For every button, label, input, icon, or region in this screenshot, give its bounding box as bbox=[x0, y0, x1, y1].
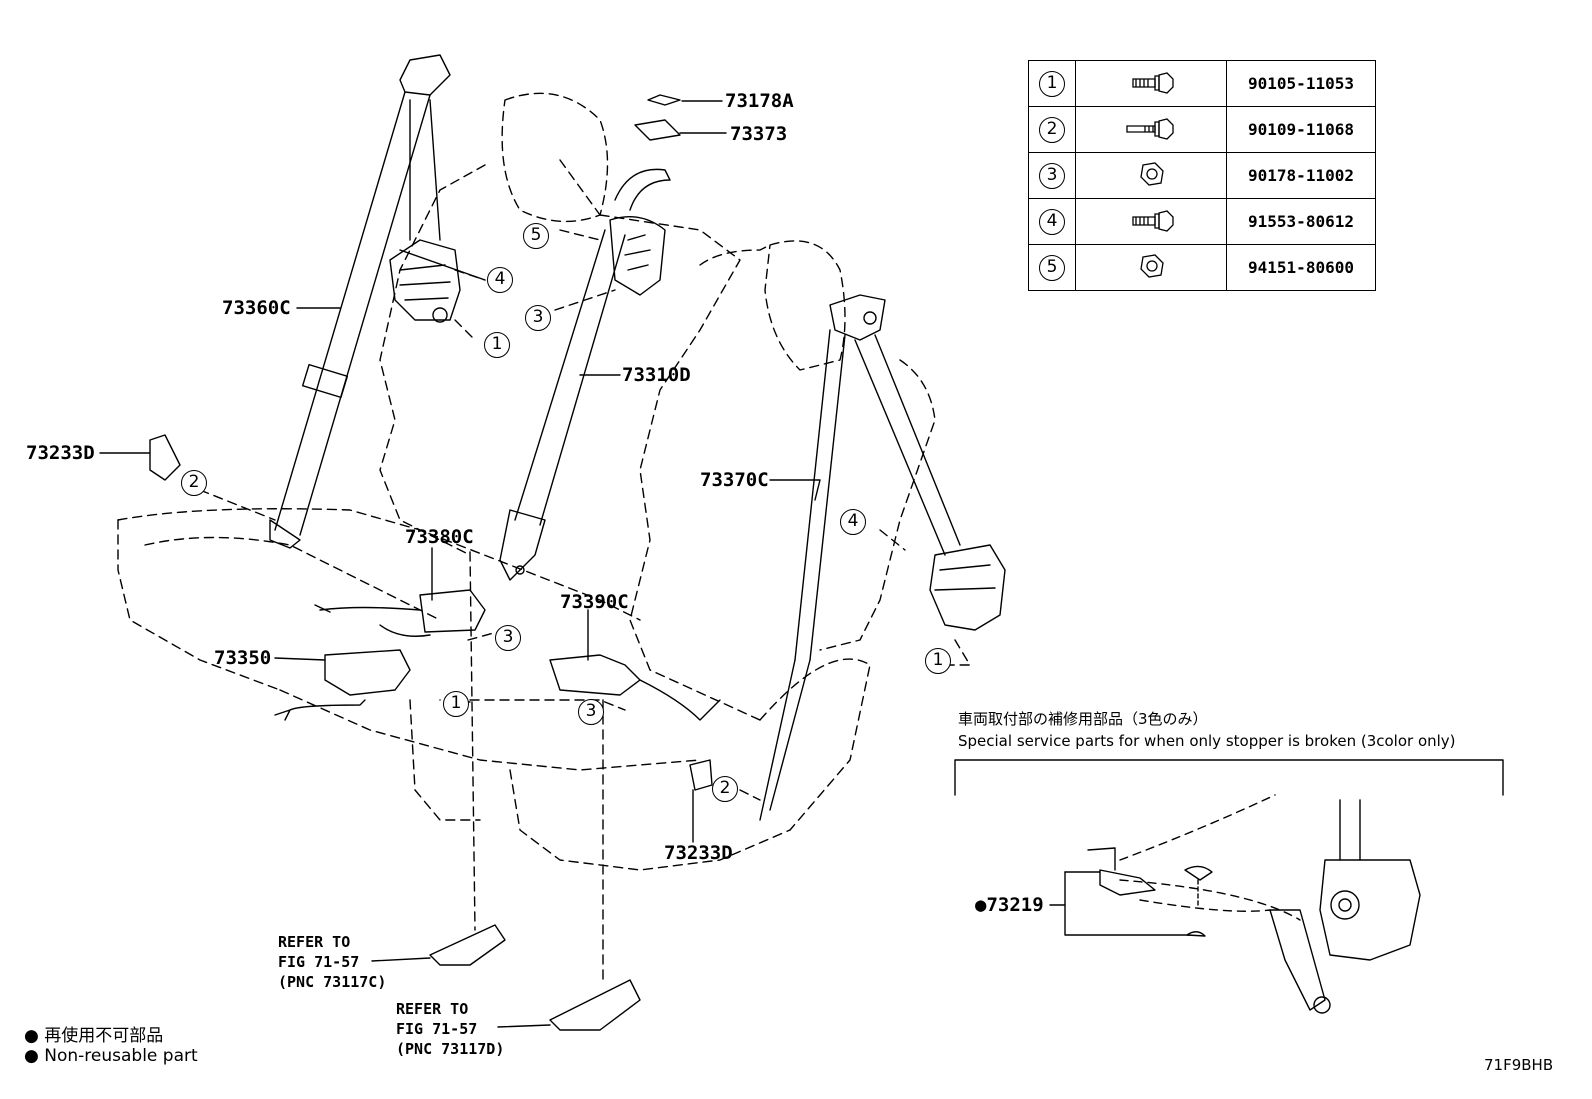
label-73390C: 73390C bbox=[560, 591, 629, 613]
nut-icon bbox=[1140, 161, 1164, 186]
fastener-icon-cell bbox=[1075, 106, 1227, 153]
callout-1: 1 bbox=[925, 648, 951, 674]
fastener-num: 4 bbox=[1039, 208, 1065, 235]
fastener-part-number: 90109-11068 bbox=[1226, 106, 1376, 153]
label-73370C: 73370C bbox=[700, 469, 769, 491]
belt-73370C bbox=[759, 294, 1006, 821]
fastener-row: 4 91553-80612 bbox=[1028, 198, 1376, 245]
fastener-table: 1 90105-11053 2 90109-11068 3 90178-1100… bbox=[1028, 60, 1376, 291]
figure-code: 71F9BHB bbox=[1484, 1056, 1554, 1074]
bolt-icon bbox=[1132, 209, 1174, 232]
fastener-num-cell: 4 bbox=[1028, 198, 1076, 245]
label-73233D-bottom: 73233D bbox=[664, 842, 733, 864]
reference-line: REFER TO bbox=[278, 933, 351, 951]
callout-5: 5 bbox=[523, 223, 549, 249]
belt-73360C bbox=[269, 54, 461, 549]
reference-line: REFER TO bbox=[396, 1000, 469, 1018]
fastener-icon-cell bbox=[1075, 244, 1227, 291]
callout-2: 2 bbox=[712, 776, 738, 802]
label-73380C: 73380C bbox=[405, 526, 474, 548]
callout-4: 4 bbox=[840, 509, 866, 535]
fastener-part-number: 91553-80612 bbox=[1226, 198, 1376, 245]
fastener-num: 1 bbox=[1039, 70, 1065, 97]
reference-line: FIG 71-57 bbox=[278, 953, 360, 971]
label-73350: 73350 bbox=[214, 647, 272, 669]
fastener-num: 3 bbox=[1039, 162, 1065, 189]
callout-3: 3 bbox=[578, 699, 604, 725]
reference-73117C: REFER TO FIG 71-57 (PNC 73117C) bbox=[278, 932, 386, 992]
legend-jp: ● 再使用不可部品 bbox=[24, 1021, 163, 1046]
legend-en-text: Non-reusable part bbox=[44, 1046, 198, 1066]
special-title-en: Special service parts for when only stop… bbox=[958, 732, 1456, 750]
fastener-part-number: 90178-11002 bbox=[1226, 152, 1376, 199]
seat-outline bbox=[117, 92, 971, 981]
fastener-part-number: 94151-80600 bbox=[1226, 244, 1376, 291]
legend-en: ● Non-reusable part bbox=[24, 1046, 198, 1066]
fastener-icon-cell bbox=[1075, 198, 1227, 245]
label-73233D-left: 73233D bbox=[26, 442, 95, 464]
nut-icon bbox=[1140, 253, 1164, 278]
callout-2: 2 bbox=[181, 470, 207, 496]
long-bolt-icon bbox=[1126, 117, 1174, 140]
fastener-row: 1 90105-11053 bbox=[1028, 60, 1376, 107]
special-title-jp: 車両取付部の補修用部品（3色のみ） bbox=[958, 710, 1208, 728]
callout-1: 1 bbox=[484, 332, 510, 358]
fastener-row: 5 94151-80600 bbox=[1028, 244, 1376, 291]
fastener-row: 2 90109-11068 bbox=[1028, 106, 1376, 153]
label-73373: 73373 bbox=[730, 123, 788, 145]
fastener-icon-cell bbox=[1075, 60, 1227, 107]
fastener-num-cell: 5 bbox=[1028, 244, 1076, 291]
small-parts bbox=[149, 94, 721, 1031]
reference-line: FIG 71-57 bbox=[396, 1020, 478, 1038]
reference-line: (PNC 73117D) bbox=[396, 1040, 505, 1058]
fastener-num-cell: 1 bbox=[1028, 60, 1076, 107]
non-reusable-bullet: ● bbox=[975, 894, 987, 916]
legend-bullet: ● bbox=[24, 1026, 39, 1046]
label-73178A: 73178A bbox=[725, 90, 794, 112]
reference-line: (PNC 73117C) bbox=[278, 973, 387, 991]
fastener-icon-cell bbox=[1075, 152, 1227, 199]
fastener-part-number: 90105-11053 bbox=[1226, 60, 1376, 107]
reference-73117D: REFER TO FIG 71-57 (PNC 73117D) bbox=[396, 999, 504, 1059]
label-73360C: 73360C bbox=[222, 297, 291, 319]
fastener-num: 5 bbox=[1039, 254, 1065, 281]
special-inset bbox=[954, 759, 1504, 1014]
fastener-row: 3 90178-11002 bbox=[1028, 152, 1376, 199]
fastener-num-cell: 2 bbox=[1028, 106, 1076, 153]
label-73310D: 73310D bbox=[622, 364, 691, 386]
fastener-num: 2 bbox=[1039, 116, 1065, 143]
label-73219: ●73219 bbox=[975, 895, 1044, 915]
fastener-num-cell: 3 bbox=[1028, 152, 1076, 199]
bolt-icon bbox=[1132, 71, 1174, 94]
belt-73310D bbox=[499, 168, 671, 581]
callout-1: 1 bbox=[443, 691, 469, 717]
callout-3: 3 bbox=[525, 305, 551, 331]
leader-lines bbox=[99, 100, 821, 1028]
legend-bullet: ● bbox=[24, 1046, 39, 1066]
legend-jp-text: 再使用不可部品 bbox=[44, 1026, 164, 1046]
callout-3: 3 bbox=[495, 625, 521, 651]
callout-4: 4 bbox=[487, 267, 513, 293]
label-73219-text: 73219 bbox=[986, 894, 1044, 916]
